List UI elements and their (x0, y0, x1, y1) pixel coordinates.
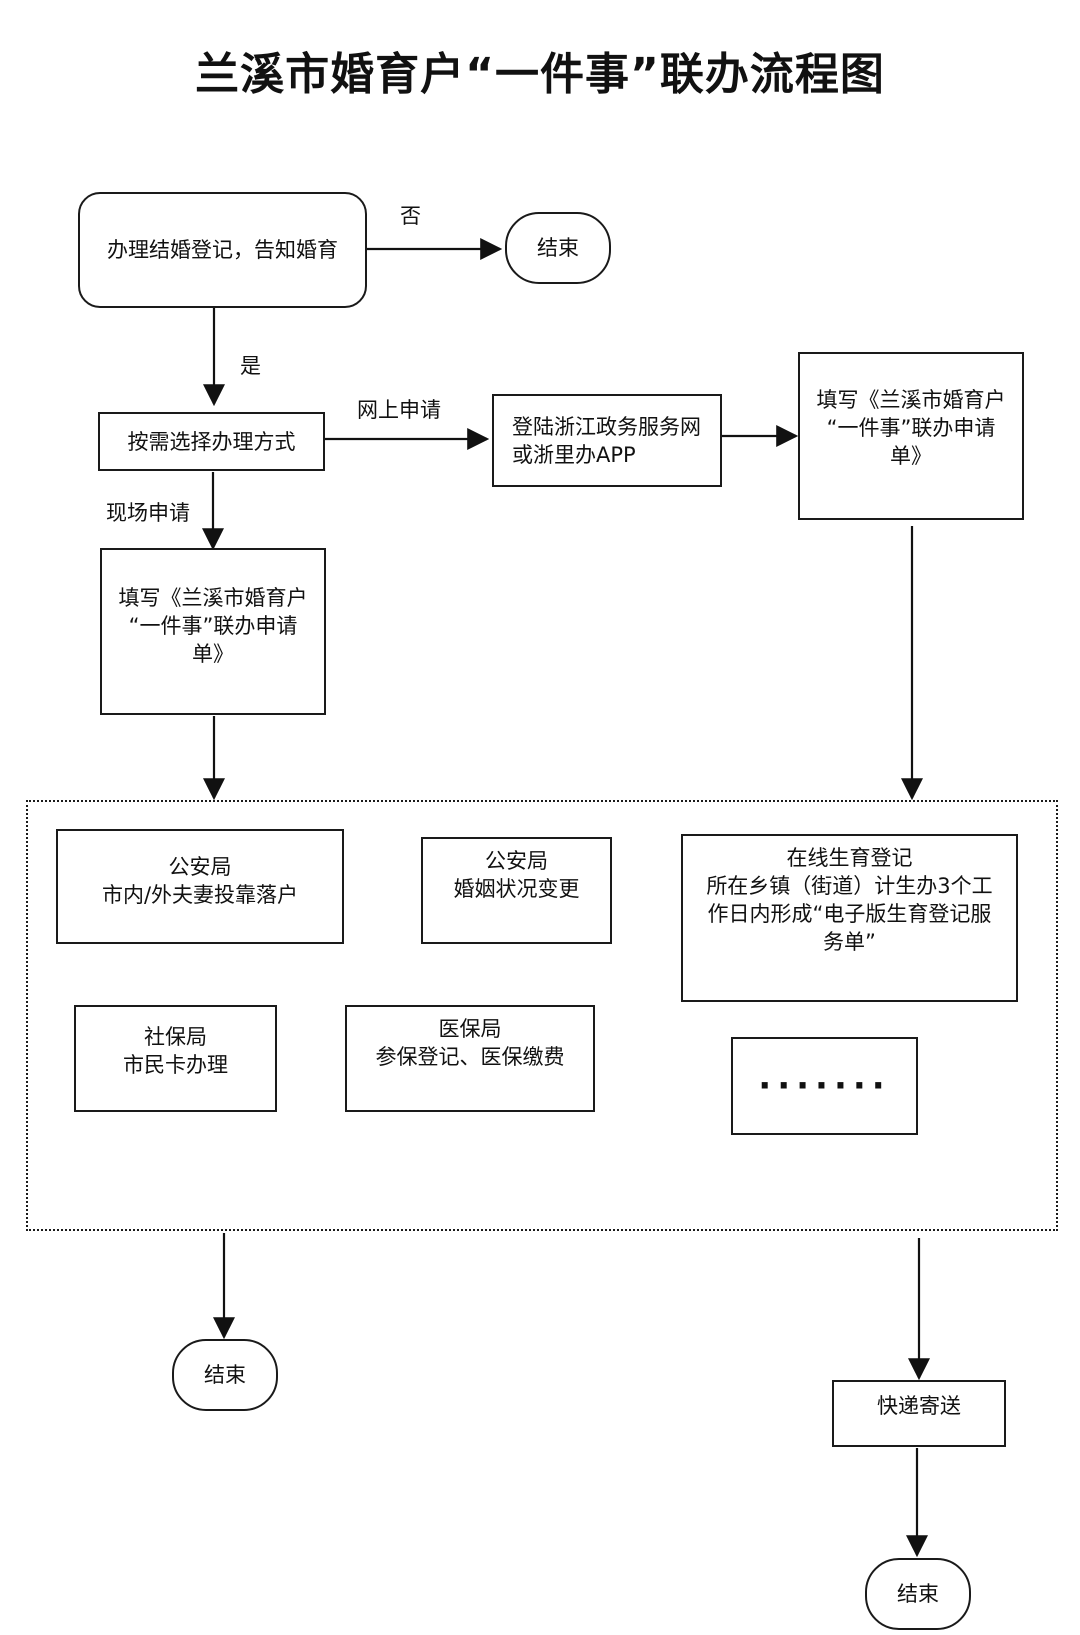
choose-method-node: 按需选择办理方式 (98, 412, 325, 471)
edge-label-yes: 是 (240, 354, 261, 378)
birth-registration-node: 在线生育登记 所在乡镇（街道）计生办3个工 作日内形成“电子版生育登记服 务单” (681, 834, 1018, 1002)
end-node-no: 结束 (505, 212, 611, 284)
edge-label-online: 网上申请 (357, 398, 441, 422)
police-hukou-node: 公安局 市内/外夫妻投靠落户 (56, 829, 344, 944)
page-title: 兰溪市婚育户“一件事”联办流程图 (195, 49, 885, 100)
express-delivery-node: 快递寄送 (832, 1380, 1006, 1447)
departments-group (26, 800, 1058, 1231)
start-node: 办理结婚登记，告知婚育 (78, 192, 367, 308)
edge-label-onsite: 现场申请 (106, 501, 190, 525)
end-node-left: 结束 (172, 1339, 278, 1411)
online-portal-node: 登陆浙江政务服务网 或浙里办APP (492, 394, 722, 487)
end-node-right: 结束 (865, 1558, 971, 1630)
social-security-node: 社保局 市民卡办理 (74, 1005, 277, 1112)
more-departments-node: ······· (731, 1037, 918, 1135)
form-online-node: 填写《兰溪市婚育户 “一件事”联办申请 单》 (798, 352, 1024, 520)
medical-insurance-node: 医保局 参保登记、医保缴费 (345, 1005, 595, 1112)
police-marital-node: 公安局 婚姻状况变更 (421, 837, 612, 944)
form-onsite-node: 填写《兰溪市婚育户 “一件事”联办申请 单》 (100, 548, 326, 715)
edge-label-no: 否 (400, 204, 421, 228)
